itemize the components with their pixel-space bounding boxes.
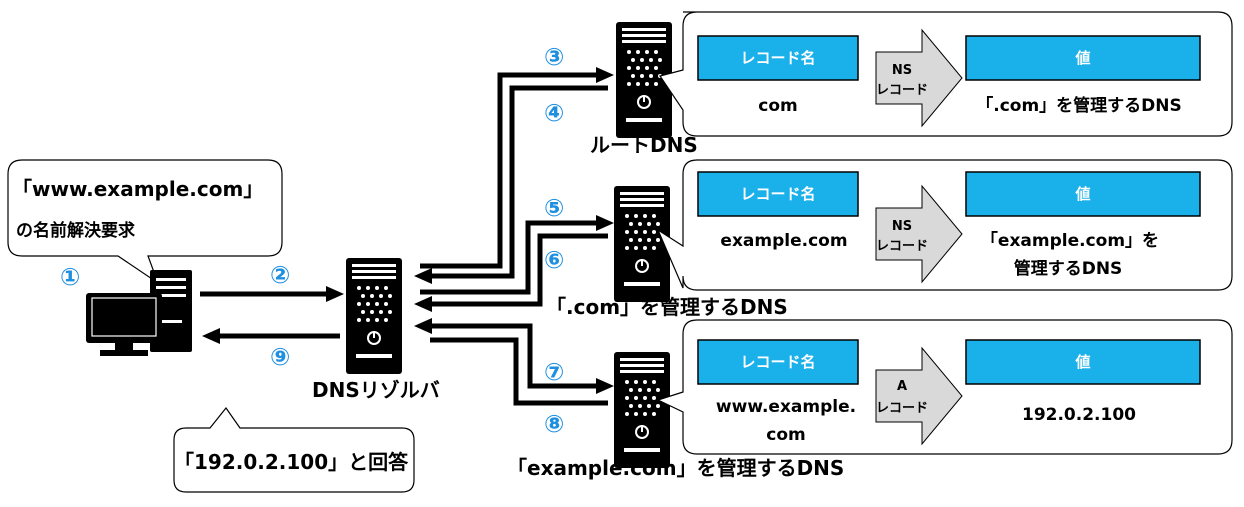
record-type-suffix: レコード [876, 83, 928, 98]
record-name-line-2: com [766, 425, 805, 445]
client-resolver-arrows [200, 291, 340, 339]
record-name-header [697, 171, 859, 217]
com-dns-server-icon [613, 185, 671, 303]
step-6: ⑥ [544, 246, 564, 274]
record-type: NS [892, 63, 912, 78]
record-value-header-text: 値 [1074, 353, 1090, 371]
request-bubble: 「www.example.com」 の名前解決要求 [7, 159, 283, 285]
request-line-2: の名前解決要求 [16, 220, 135, 241]
step-5: ⑤ [544, 194, 564, 222]
record-name-header-text: レコード名 [740, 185, 815, 203]
record-name-header [697, 35, 859, 81]
request-line-1: 「www.example.com」 [12, 177, 263, 201]
record-type-arrow [875, 346, 963, 446]
record-value: 「example.com」を [981, 230, 1159, 251]
step-7: ⑦ [544, 358, 564, 386]
record-value-line-2: 管理するDNS [1014, 258, 1123, 279]
record-name: example.com [720, 231, 847, 251]
record-type-suffix: レコード [876, 401, 928, 416]
record-panel-root: レコード名 値 NS レコード com 「.com」を管理するDNS [659, 11, 1233, 137]
record-type: A [897, 379, 907, 394]
step-9: ⑨ [270, 343, 290, 371]
record-panel-example: レコード名 値 A レコード www.example. com 192.0.2.… [656, 319, 1233, 455]
record-name-header-text: レコード名 [740, 353, 815, 371]
step-2: ② [270, 261, 290, 289]
root-dns-label: ルートDNS [590, 133, 698, 157]
record-type-arrow [875, 28, 963, 128]
record-type: NS [892, 219, 912, 234]
record-name-header-text: レコード名 [740, 49, 815, 67]
record-type-suffix: レコード [876, 239, 928, 254]
example-dns-label: 「example.com」を管理するDNS [507, 456, 844, 480]
resolver-label: DNSリゾルバ [312, 378, 440, 402]
com-dns-label: 「.com」を管理するDNS [546, 295, 788, 319]
resolver-server-icon [345, 257, 403, 375]
answer-text: 「192.0.2.100」と回答 [174, 450, 409, 474]
record-type-arrow [875, 184, 963, 284]
record-value-header-text: 値 [1074, 49, 1090, 67]
record-value-header [965, 171, 1201, 217]
record-name: com [758, 96, 797, 116]
record-name-header [697, 339, 859, 385]
record-panel-com: レコード名 値 NS レコード example.com 「example.com… [656, 159, 1233, 291]
record-value: 192.0.2.100 [1022, 405, 1136, 425]
record-value-header [965, 339, 1201, 385]
example-dns-server-icon [613, 351, 671, 469]
record-value-header-text: 値 [1074, 185, 1090, 203]
step-3: ③ [544, 43, 564, 71]
resolver-server-arrows [420, 72, 608, 406]
record-value: 「.com」を管理するDNS [976, 95, 1182, 116]
step-4: ④ [544, 99, 564, 127]
answer-bubble: 「192.0.2.100」と回答 [173, 406, 415, 493]
step-1: ① [60, 263, 80, 291]
step-8: ⑧ [544, 410, 564, 438]
record-name: www.example. [716, 397, 856, 417]
client-computer-icon [86, 270, 192, 356]
record-value-header [965, 35, 1201, 81]
